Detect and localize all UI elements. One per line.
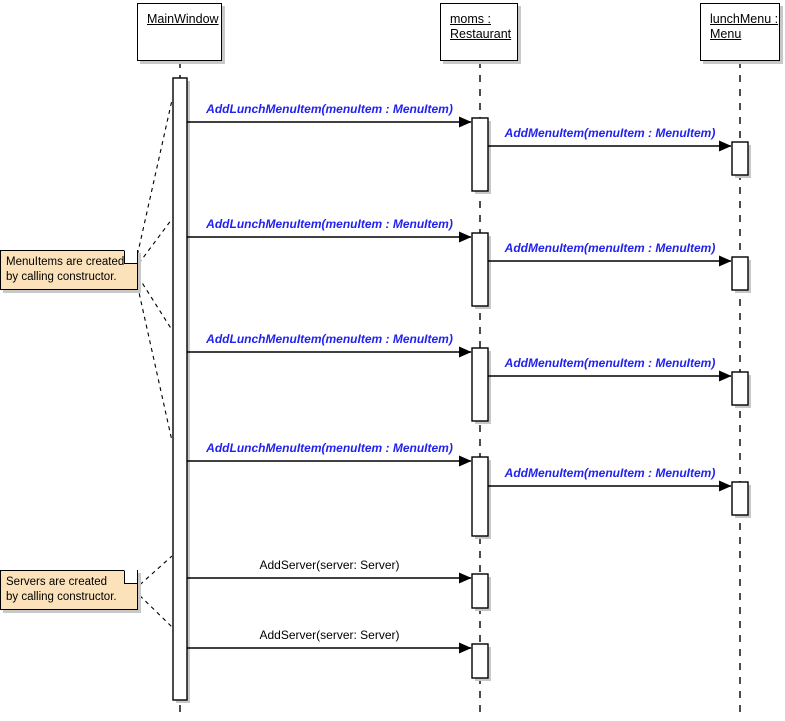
message-label-m7: AddLunchMenuItem(menuItem : MenuItem) xyxy=(206,441,453,455)
note-menuitems-created[interactable]: MenuItems are created by calling constru… xyxy=(0,250,138,290)
mainwindow-activation xyxy=(172,77,188,701)
lifeline-label-moms: moms : xyxy=(450,12,491,26)
message-label-m10: AddServer(server: Server) xyxy=(259,628,400,642)
note-connector-menuitems-note-1 xyxy=(133,218,173,271)
note-fold-corner-icon xyxy=(124,250,137,264)
activation-bars-group xyxy=(172,77,751,703)
menu-activation-1 xyxy=(731,141,749,176)
note-fold-corner-icon xyxy=(124,570,137,584)
lifeline-dashes-group xyxy=(179,61,741,718)
note-connector-menuitems-note-3 xyxy=(133,269,173,442)
lifeline-header-lunchmenu-menu[interactable]: lunchMenu : Menu xyxy=(700,3,780,61)
message-label-m5: AddLunchMenuItem(menuItem : MenuItem) xyxy=(206,332,453,346)
restaurant-activation-4 xyxy=(471,456,489,537)
message-label-m1: AddLunchMenuItem(menuItem : MenuItem) xyxy=(206,102,453,116)
menu-activation-4 xyxy=(731,481,749,516)
message-label-m9: AddServer(server: Server) xyxy=(259,558,400,572)
note-line-1: MenuItems are created xyxy=(6,256,125,268)
restaurant-activation-6 xyxy=(471,643,489,679)
note-line-1: Servers are created xyxy=(6,576,107,588)
note-connector-servers-note-1 xyxy=(133,589,173,628)
note-connector-menuitems-note-2 xyxy=(133,269,173,331)
lifeline-label-restaurant: Restaurant xyxy=(450,27,512,41)
message-label-m4: AddMenuItem(menuItem : MenuItem) xyxy=(504,241,716,255)
menu-activation-3 xyxy=(731,371,749,406)
note-line-2: by calling constructor. xyxy=(6,591,117,603)
note-servers-created[interactable]: Servers are created by calling construct… xyxy=(0,570,138,610)
message-label-m3: AddLunchMenuItem(menuItem : MenuItem) xyxy=(206,217,453,231)
restaurant-activation-1 xyxy=(471,117,489,192)
note-connector-group xyxy=(133,99,173,628)
message-arrows-group xyxy=(187,116,732,654)
note-connector-servers-note-0 xyxy=(133,555,173,591)
note-connector-menuitems-note-0 xyxy=(133,99,173,271)
lifeline-header-mainwindow[interactable]: MainWindow xyxy=(137,3,222,61)
message-label-m8: AddMenuItem(menuItem : MenuItem) xyxy=(504,466,716,480)
lifeline-label-mainwindow: MainWindow xyxy=(147,12,219,26)
restaurant-activation-3 xyxy=(471,347,489,422)
lifeline-label-lunchmenu: lunchMenu : xyxy=(710,12,779,26)
message-label-m2: AddMenuItem(menuItem : MenuItem) xyxy=(504,126,716,140)
lifeline-header-moms-restaurant[interactable]: moms : Restaurant xyxy=(440,3,518,61)
lifeline-label-menu: Menu xyxy=(710,27,742,41)
menu-activation-2 xyxy=(731,256,749,291)
note-line-2: by calling constructor. xyxy=(6,271,117,283)
restaurant-activation-5 xyxy=(471,573,489,609)
restaurant-activation-2 xyxy=(471,232,489,307)
message-label-m6: AddMenuItem(menuItem : MenuItem) xyxy=(504,356,716,370)
